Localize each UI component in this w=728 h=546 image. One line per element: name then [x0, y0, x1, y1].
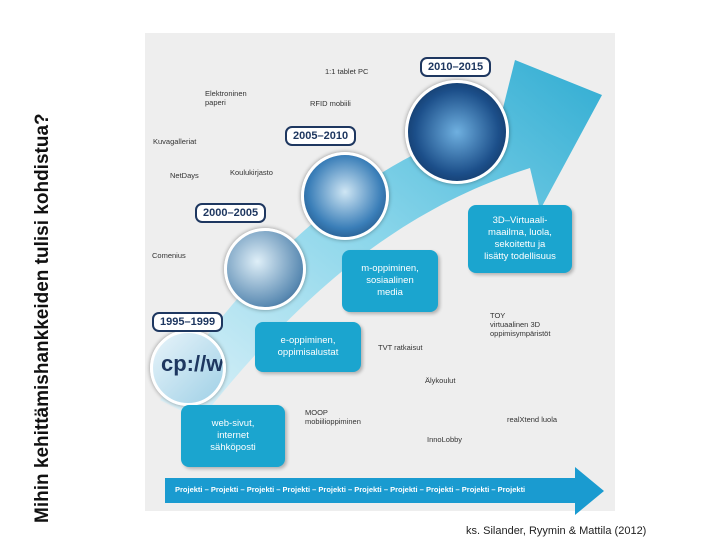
circle-url-text: cp://w — [161, 351, 224, 376]
circle-1995: cp://w — [150, 330, 226, 406]
label-moop: MOOP mobiilioppiminen — [305, 408, 361, 426]
label-galleries: Kuvagalleriat — [153, 137, 197, 146]
era-1995: 1995–1999 — [152, 312, 224, 332]
box-m-learning: m-oppiminen, sosiaalinen media — [342, 250, 438, 312]
circle-2000 — [224, 228, 306, 310]
circle-2010 — [405, 80, 509, 184]
label-rfid: RFID mobiili — [310, 99, 351, 108]
era-2000: 2000–2005 — [195, 203, 267, 223]
circle-2005 — [301, 152, 389, 240]
label-tvt: TVT ratkaisut — [378, 343, 423, 352]
source-citation: ks. Silander, Ryymin & Mattila (2012) — [466, 525, 647, 537]
era-2010: 2010–2015 — [420, 57, 492, 77]
box-3d: 3D–Virtuaali- maailma, luola, sekoitettu… — [468, 205, 572, 273]
label-tablet: 1:1 tablet PC — [325, 67, 369, 76]
label-epaper: Elektroninen paperi — [205, 89, 247, 107]
era-2005: 2005–2010 — [285, 126, 357, 146]
label-library: Koulukirjasto — [230, 168, 273, 177]
projects-bar-text: Projekti – Projekti – Projekti – Projekt… — [175, 485, 526, 494]
box-e-learning: e-oppiminen, oppimisalustat — [255, 322, 361, 372]
label-innolobby: InnoLobby — [427, 435, 463, 444]
label-comenius: Comenius — [152, 251, 186, 260]
box-web: web-sivut, internet sähköposti — [181, 405, 285, 467]
label-smartschools: Älykoulut — [425, 376, 456, 385]
label-toy: TOY virtuaalinen 3D oppimisympäristöt — [490, 311, 551, 338]
label-netdays: NetDays — [170, 171, 199, 180]
label-realxtend: realXtend luola — [507, 415, 558, 424]
projects-arrow — [165, 467, 604, 515]
